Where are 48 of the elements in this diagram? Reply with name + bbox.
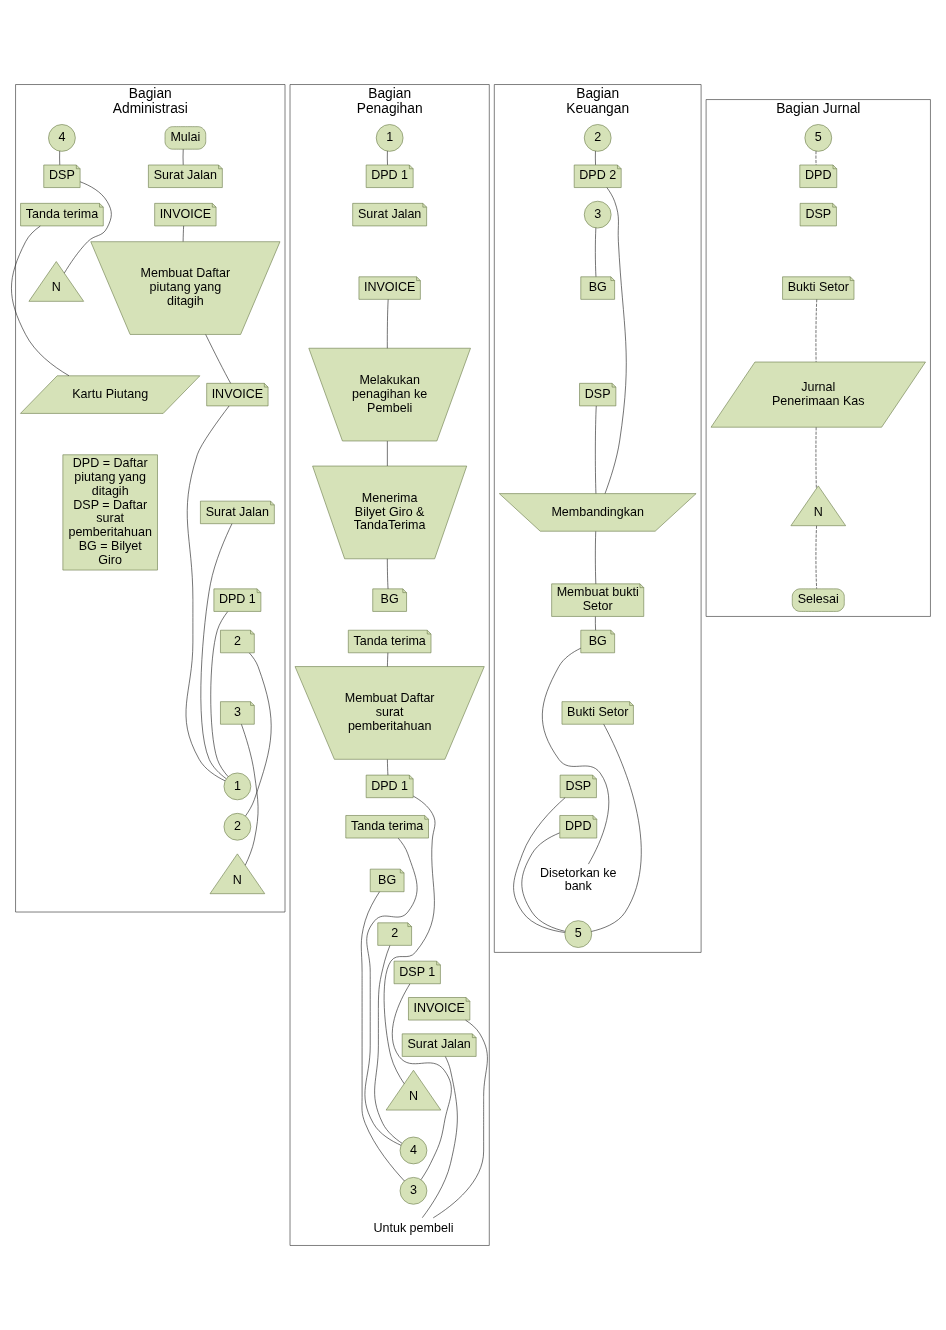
connector bbox=[595, 531, 597, 585]
connector bbox=[432, 1019, 488, 1219]
connector bbox=[392, 983, 452, 1181]
connector bbox=[182, 225, 184, 242]
connector bbox=[245, 652, 272, 817]
connector bbox=[64, 181, 112, 274]
node-circle: 1 bbox=[223, 772, 252, 801]
node-circle: 5 bbox=[804, 124, 832, 152]
connector bbox=[185, 405, 230, 782]
connector bbox=[815, 525, 817, 589]
node-circle: 5 bbox=[564, 920, 592, 948]
connector bbox=[364, 837, 418, 1146]
node-circle: 3 bbox=[583, 200, 612, 229]
node-circle: 4 bbox=[399, 1136, 428, 1165]
connector bbox=[422, 1056, 458, 1218]
connector bbox=[205, 334, 231, 384]
node-circle: 4 bbox=[48, 124, 76, 152]
connector bbox=[387, 299, 389, 349]
node-circle: 3 bbox=[399, 1177, 428, 1205]
node-circle: 2 bbox=[583, 124, 612, 152]
connector bbox=[374, 945, 403, 1144]
connector bbox=[542, 647, 610, 865]
connector bbox=[11, 225, 70, 377]
node-text: Disetorkan ke bank bbox=[540, 865, 617, 894]
connector bbox=[383, 795, 436, 1084]
connector bbox=[521, 832, 566, 932]
connector bbox=[387, 150, 388, 166]
connector bbox=[387, 759, 389, 776]
node-box: DPD = Daftar piutang yang ditagih DSP = Daftar surat pemberitahuan BG = Bilyet Giro bbox=[62, 454, 158, 571]
connector bbox=[513, 797, 566, 933]
node-box: Selesai bbox=[791, 588, 845, 612]
node-circle: 2 bbox=[223, 813, 252, 841]
connector bbox=[595, 405, 597, 494]
node-text: Untuk pembeli bbox=[373, 1221, 454, 1236]
connector bbox=[815, 299, 818, 363]
connector bbox=[591, 724, 642, 932]
connector bbox=[595, 616, 596, 631]
connector bbox=[200, 523, 233, 779]
connector bbox=[360, 891, 405, 1182]
connector bbox=[241, 724, 259, 866]
connector bbox=[595, 150, 596, 166]
connector bbox=[210, 611, 229, 777]
node-box: Mulai bbox=[164, 126, 207, 150]
connector bbox=[595, 227, 597, 277]
connector bbox=[604, 187, 627, 494]
connector bbox=[387, 652, 389, 667]
connector bbox=[387, 558, 389, 590]
node-circle: 1 bbox=[375, 124, 404, 152]
